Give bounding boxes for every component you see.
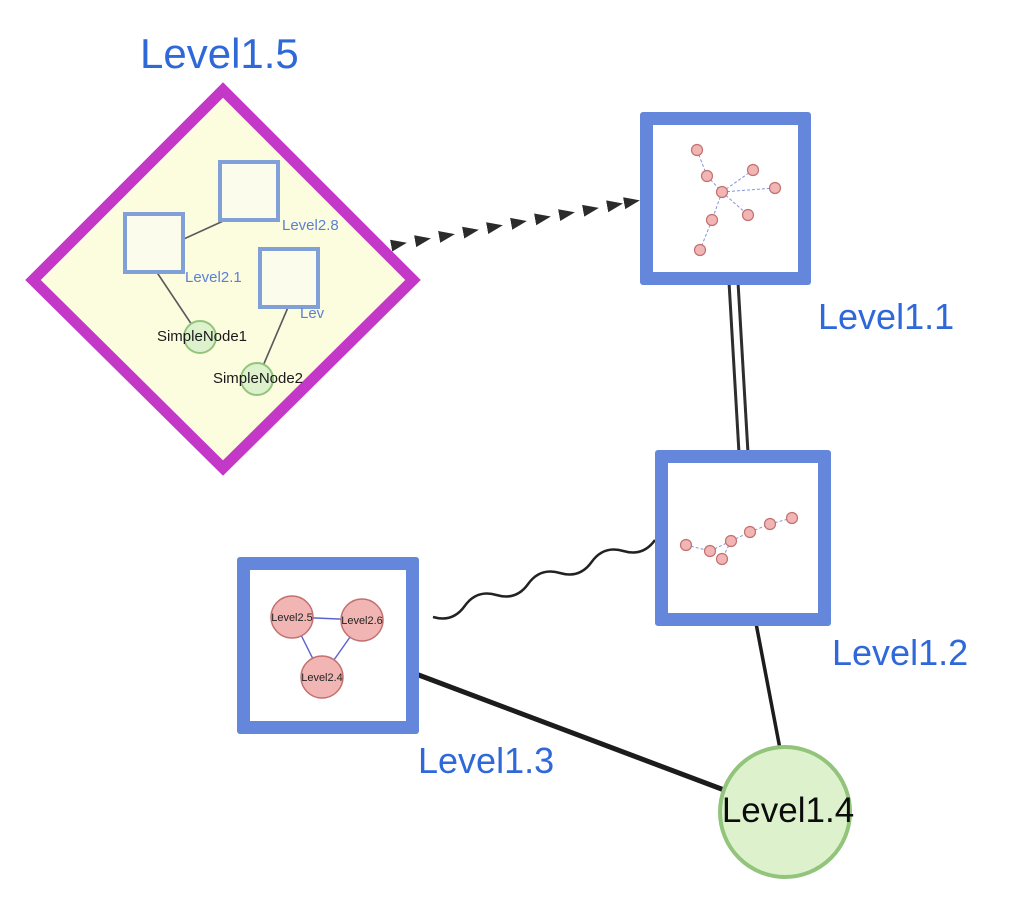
subgraph-edge bbox=[721, 169, 754, 193]
subgraph-node[interactable] bbox=[768, 181, 782, 195]
node-simple-node2[interactable] bbox=[240, 362, 274, 396]
label-level1-5: Level1.5 bbox=[140, 30, 299, 77]
label-simple-node2: SimpleNode2 bbox=[212, 370, 304, 387]
subgraph-node[interactable] bbox=[715, 185, 729, 199]
level1-3-subgraph: Level2.5 Level2.6 Level2.4 bbox=[270, 595, 384, 699]
subgraph-node[interactable] bbox=[705, 213, 719, 227]
node-level1-4[interactable] bbox=[718, 745, 852, 879]
label-level2-5: Level2.5 bbox=[271, 612, 313, 624]
edge-level1-1-to-level1-2-b bbox=[736, 281, 750, 454]
subgraph-edge bbox=[706, 175, 723, 193]
node-level2-6[interactable] bbox=[340, 598, 384, 642]
label-level2-8: Level2.8 bbox=[282, 217, 339, 234]
node-level2-trunc[interactable] bbox=[258, 247, 320, 309]
node-level1-3[interactable]: Level2.5 Level2.6 Level2.4 bbox=[237, 557, 419, 734]
node-level2-5[interactable] bbox=[270, 595, 314, 639]
subgraph-edge bbox=[769, 517, 793, 525]
node-level1-2[interactable] bbox=[655, 450, 831, 626]
subgraph-node[interactable] bbox=[743, 525, 757, 539]
label-level1-4: Level1.4 bbox=[721, 791, 855, 830]
subgraph-node[interactable] bbox=[746, 163, 760, 177]
subgraph-node[interactable] bbox=[785, 511, 799, 525]
level1-1-subgraph bbox=[690, 143, 782, 257]
subgraph-node[interactable] bbox=[741, 208, 755, 222]
label-level2-6: Level2.6 bbox=[341, 615, 383, 627]
level1-2-subgraph bbox=[679, 511, 799, 566]
node-level1-5-diamond[interactable] bbox=[25, 82, 421, 476]
node-simple-node1[interactable] bbox=[183, 320, 217, 354]
subgraph-node[interactable] bbox=[679, 538, 693, 552]
label-level1-2: Level1.2 bbox=[832, 632, 969, 673]
label-level2-trunc: Lev bbox=[300, 305, 325, 322]
subgraph-edge bbox=[721, 187, 776, 193]
subgraph-node[interactable] bbox=[724, 534, 738, 548]
edge-level1-1-to-level1-2-a bbox=[727, 281, 741, 454]
label-level1-1: Level1.1 bbox=[818, 296, 955, 337]
label-simple-node1: SimpleNode1 bbox=[156, 328, 248, 345]
subgraph-node[interactable] bbox=[690, 143, 704, 157]
label-level2-4: Level2.4 bbox=[301, 672, 343, 684]
edge-level1-2-to-level1-3 bbox=[432, 539, 657, 620]
subgraph-node[interactable] bbox=[700, 169, 714, 183]
subgraph-node[interactable] bbox=[703, 544, 717, 558]
node-level2-8[interactable] bbox=[218, 160, 280, 222]
node-level2-1[interactable] bbox=[123, 212, 185, 274]
edge-level1-5-to-level1-1 bbox=[390, 197, 640, 252]
edge-level1-3-to-level1-4 bbox=[413, 671, 759, 805]
node-level1-1[interactable] bbox=[640, 112, 811, 285]
label-level2-1: Level2.1 bbox=[185, 269, 242, 286]
subgraph-edge bbox=[709, 540, 732, 552]
subgraph-node[interactable] bbox=[693, 243, 707, 257]
subgraph-node[interactable] bbox=[715, 552, 729, 566]
label-level1-3: Level1.3 bbox=[418, 740, 555, 781]
node-level2-4[interactable] bbox=[300, 655, 344, 699]
subgraph-node[interactable] bbox=[763, 517, 777, 531]
